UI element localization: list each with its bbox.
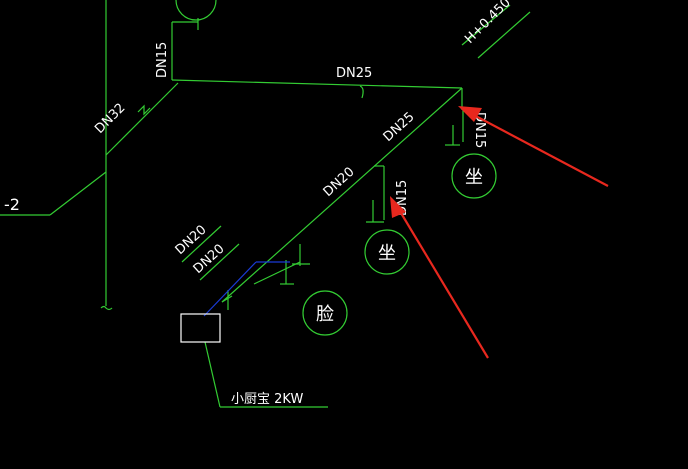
riser-bottom-cap xyxy=(100,305,113,311)
red-arrowhead-lower xyxy=(390,196,406,218)
pipe-bend-symbol xyxy=(359,85,364,99)
heater-leader-line xyxy=(204,341,221,408)
toilet-upper-circle[interactable] xyxy=(451,153,497,199)
toilet-lower-circle[interactable] xyxy=(364,229,410,275)
label-elevation: H+0.450 xyxy=(462,0,514,47)
red-pointer-arrow-icon xyxy=(469,112,609,187)
left-diagonal-pipe[interactable] xyxy=(49,171,107,216)
red-arrows xyxy=(390,106,609,359)
main-diagonal-pipe[interactable] xyxy=(221,87,463,303)
fixture-toilet-lower: 坐 xyxy=(378,243,396,264)
blue-branch xyxy=(203,261,290,317)
upper-left-fixture-circle[interactable] xyxy=(175,0,217,21)
label-level-left: -2 xyxy=(4,195,20,214)
water-heater-box-icon[interactable] xyxy=(180,313,221,343)
dn20-leader-a xyxy=(181,225,222,263)
label-dn15-riser: DN15 xyxy=(155,42,170,78)
label-dn32: DN32 xyxy=(92,101,128,137)
label-dn25-diagonal: DN25 xyxy=(381,110,418,145)
label-dn25-horizontal: DN25 xyxy=(336,66,372,81)
basin-branch-pipe[interactable] xyxy=(253,261,301,285)
label-dn20-diagonal: DN20 xyxy=(321,165,358,200)
label-heater: 小厨宝 2KW xyxy=(231,392,303,407)
fixture-toilet-upper: 坐 xyxy=(465,167,483,188)
blue-branch-pipe-b[interactable] xyxy=(203,261,257,317)
red-pointer-arrow-icon-lower xyxy=(397,207,489,359)
green-pipes xyxy=(0,0,531,408)
heater-connect-pipe[interactable] xyxy=(221,295,233,303)
elevation-line-b xyxy=(477,11,531,59)
red-arrowhead-upper xyxy=(458,106,482,122)
dn20-leader-b xyxy=(199,243,240,281)
dn25-horizontal-pipe[interactable] xyxy=(171,79,463,89)
elevation-line-a xyxy=(461,4,511,46)
dn32-diagonal-pipe[interactable] xyxy=(105,82,179,156)
fixture-basin: 脸 xyxy=(316,304,334,325)
valve-symbol xyxy=(137,104,151,116)
basin-circle[interactable] xyxy=(302,290,348,336)
